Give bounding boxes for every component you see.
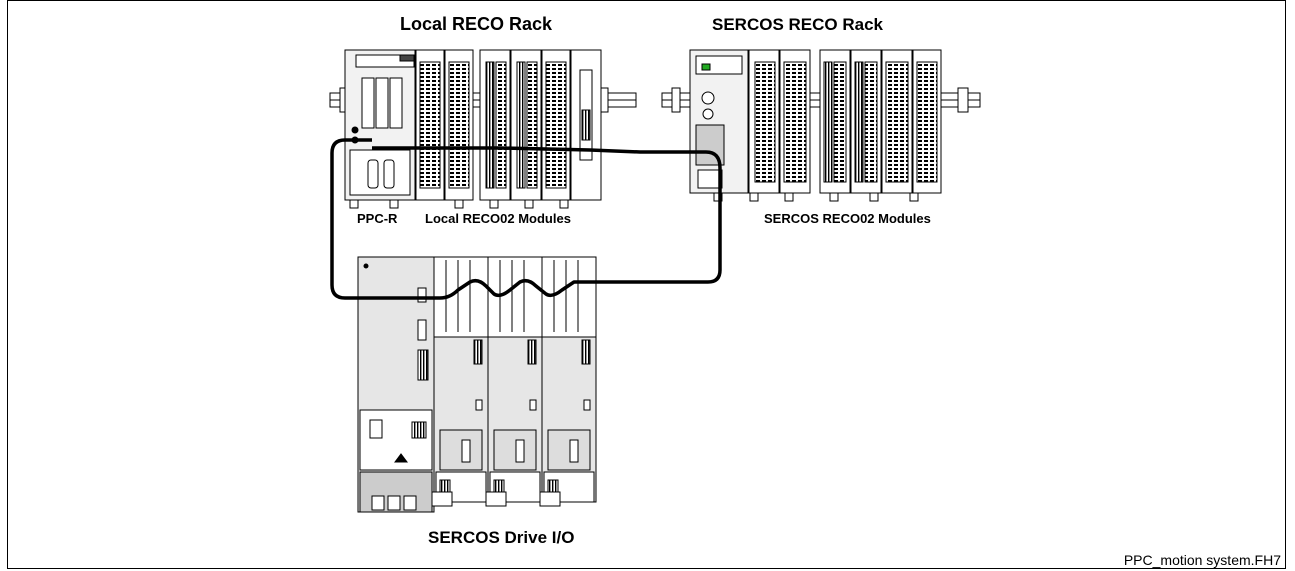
sercos-drive-system — [358, 257, 596, 512]
local-rack-title: Local RECO Rack — [400, 14, 553, 34]
sercos-io-modules — [749, 50, 941, 193]
power-supply-unit — [358, 257, 434, 512]
ppc-r-controller — [345, 50, 415, 200]
local-io-modules — [416, 50, 601, 200]
drive-1 — [432, 257, 488, 506]
sercos-reco-rack — [662, 50, 980, 201]
figure-caption: PPC_motion system.FH7 — [1124, 552, 1281, 568]
local-modules-label: Local RECO02 Modules — [425, 211, 571, 226]
drive-io-label: SERCOS Drive I/O — [428, 528, 574, 547]
ppc-r-label: PPC-R — [357, 211, 398, 226]
sercos-rack-title: SERCOS RECO Rack — [712, 15, 884, 34]
local-reco-rack — [330, 50, 636, 208]
sercos-modules-label: SERCOS RECO02 Modules — [764, 211, 931, 226]
